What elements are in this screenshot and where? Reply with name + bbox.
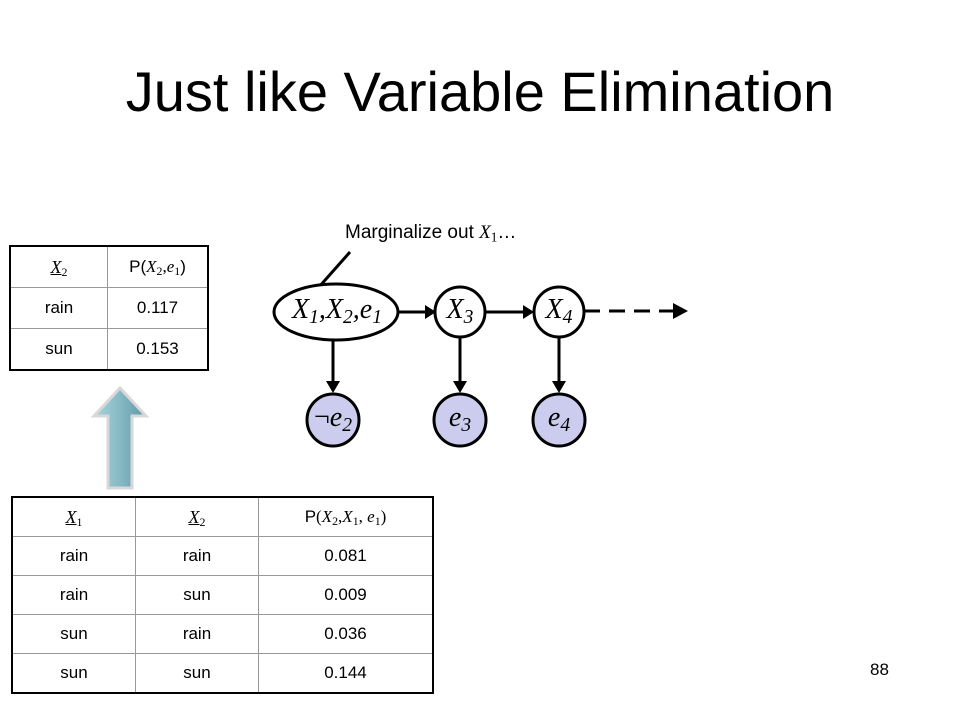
node-merged-label: X1,X2,e1	[291, 294, 383, 328]
table-row: sun sun 0.144	[11, 653, 434, 694]
edge-merged-e2-head	[326, 381, 340, 393]
cell-x2: sun	[135, 575, 259, 615]
table-header-row: X1 X2 P(X2,X1, e1)	[11, 496, 434, 537]
node-x4-circle	[532, 285, 586, 339]
cell-prob: 0.117	[107, 287, 209, 329]
cell-x1: rain	[11, 575, 136, 615]
cell-prob: 0.036	[258, 614, 434, 654]
node-e2-label: ¬e2	[313, 402, 353, 436]
table-header-row: X2 P(X2,e1)	[9, 245, 209, 288]
table-row: rain rain 0.081	[11, 536, 434, 576]
node-e3-label: e3	[448, 402, 472, 436]
edge-merged-x3-head	[425, 305, 436, 319]
cell-prob: 0.009	[258, 575, 434, 615]
table-row: rain 0.117	[9, 287, 209, 329]
table-row: sun rain 0.036	[11, 614, 434, 654]
header-x2: X2	[135, 496, 259, 537]
cell-x2: rain	[9, 287, 108, 329]
cell-prob: 0.081	[258, 536, 434, 576]
edge-x3-x4-head	[523, 305, 534, 319]
header-prob: P(X2,X1, e1)	[258, 496, 434, 537]
node-x3-circle	[433, 285, 487, 339]
node-x4-label: X4	[545, 294, 573, 328]
cell-x2: sun	[9, 328, 108, 371]
header-prob: P(X2,e1)	[107, 245, 209, 288]
edge-x4-e4-head	[552, 381, 566, 393]
table-row: sun 0.153	[9, 328, 209, 371]
header-x2: X2	[9, 245, 108, 288]
node-e3-circle	[432, 392, 488, 448]
node-e2-circle	[305, 392, 361, 448]
node-e4-circle	[531, 392, 587, 448]
table-row: rain sun 0.009	[11, 575, 434, 615]
edge-x3-e3-head	[453, 381, 467, 393]
cell-prob: 0.153	[107, 328, 209, 371]
node-e4-label: e4	[547, 402, 571, 436]
cell-x1: sun	[11, 614, 136, 654]
edge-x4-future-head	[673, 303, 688, 319]
cell-x1: sun	[11, 653, 136, 694]
cell-x2: rain	[135, 536, 259, 576]
marginalize-annotation: Marginalize out X1…	[345, 222, 517, 245]
cell-prob: 0.144	[258, 653, 434, 694]
cell-x2: rain	[135, 614, 259, 654]
header-x1: X1	[11, 496, 136, 537]
cell-x2: sun	[135, 653, 259, 694]
node-x3-label: X3	[446, 294, 474, 328]
page-number: 88	[870, 660, 889, 679]
up-arrow-icon	[90, 385, 150, 490]
node-merged-ellipse	[272, 282, 400, 342]
cell-x1: rain	[11, 536, 136, 576]
joint-table: X1 X2 P(X2,X1, e1) rain rain 0.081 rain …	[11, 496, 434, 694]
marginal-table: X2 P(X2,e1) rain 0.117 sun 0.153	[9, 245, 209, 371]
slide-title: Just like Variable Elimination	[125, 60, 835, 123]
